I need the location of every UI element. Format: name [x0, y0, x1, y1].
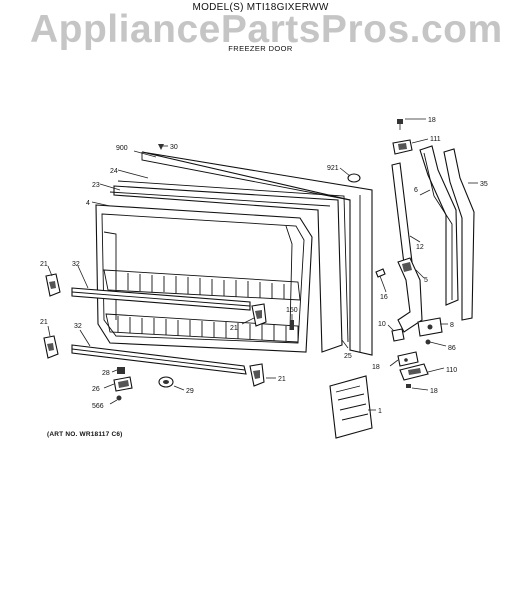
door-liner — [95, 204, 313, 353]
callout-labels: 900 30 24 23 4 921 18 111 6 35 12 16 5 2… — [40, 117, 488, 415]
callout-566: 566 — [92, 403, 104, 410]
screw-top — [397, 119, 403, 130]
callout-110: 110 — [446, 367, 457, 374]
shelf-end-cap-upper-right — [251, 303, 267, 327]
callout-25: 25 — [344, 353, 352, 360]
screw-18-lower — [406, 384, 411, 388]
screw-566 — [116, 395, 122, 401]
hinge-bracket-110 — [399, 363, 429, 381]
shelf-end-cap-lower-right — [249, 363, 265, 387]
callout-24: 24 — [110, 168, 118, 175]
screw-86 — [425, 339, 431, 345]
callout-23: 23 — [92, 182, 100, 189]
callout-10: 10 — [378, 321, 386, 328]
callout-86: 86 — [448, 345, 456, 352]
plug-921 — [347, 173, 361, 183]
callout-29: 29 — [186, 388, 194, 395]
callout-6: 6 — [414, 187, 418, 194]
callout-18-top: 18 — [428, 117, 436, 124]
door-gasket — [109, 180, 349, 353]
callout-8: 8 — [450, 322, 454, 329]
shelf-end-cap-lower-left — [43, 335, 59, 359]
callout-4: 4 — [86, 200, 90, 207]
callout-111: 111 — [430, 136, 441, 143]
screw-150 — [290, 320, 294, 330]
shelf-bar-lower — [71, 344, 247, 375]
shelf-end-cap-upper-left — [45, 273, 61, 297]
callout-30: 30 — [170, 144, 178, 151]
door-handle-rail-12 — [391, 162, 413, 265]
callout-32-lower: 32 — [74, 323, 82, 330]
section-title: FREEZER DOOR — [228, 44, 293, 53]
callout-28: 28 — [102, 370, 110, 377]
screw-30 — [158, 144, 164, 150]
handle-cap-5 — [397, 257, 423, 333]
door-outer-panel — [141, 151, 373, 356]
bracket-26 — [113, 376, 133, 392]
callout-21-lower-left: 21 — [40, 319, 48, 326]
callout-5: 5 — [424, 277, 428, 284]
callout-26: 26 — [92, 386, 100, 393]
callout-18-bottom: 18 — [430, 388, 438, 395]
screw-16 — [375, 268, 386, 278]
callout-12: 12 — [416, 244, 424, 251]
callout-32-upper: 32 — [72, 261, 80, 268]
callout-150: 150 — [286, 307, 298, 314]
callout-900: 900 — [116, 145, 128, 152]
model-title: MODEL(S) MTI18GIXERWW — [192, 2, 329, 13]
handle-6 — [419, 145, 459, 306]
watermark: AppliancePartsPros.com — [30, 8, 503, 51]
stop-28 — [117, 367, 125, 374]
handle-trim-35 — [443, 148, 475, 321]
leader-lines — [47, 118, 478, 411]
grommet-29 — [158, 376, 174, 388]
callout-21-shelf-right: 21 — [230, 325, 238, 332]
manual-booklet-1 — [329, 375, 373, 439]
callout-16: 16 — [380, 294, 388, 301]
hinge-plate-18 — [397, 351, 419, 367]
callout-18-middle: 18 — [372, 364, 380, 371]
callout-35: 35 — [480, 181, 488, 188]
callout-921: 921 — [327, 165, 339, 172]
hinge-bushing-111 — [392, 139, 413, 155]
hinge-pin-10 — [391, 328, 405, 342]
callout-21-lower-right: 21 — [278, 376, 286, 383]
callout-21-upper-left: 21 — [40, 261, 48, 268]
callout-1: 1 — [378, 408, 382, 415]
handle-bracket-8 — [417, 317, 443, 337]
shelf-bar-upper — [71, 287, 251, 311]
art-number: (ART NO. WR18117 C6) — [47, 431, 123, 438]
